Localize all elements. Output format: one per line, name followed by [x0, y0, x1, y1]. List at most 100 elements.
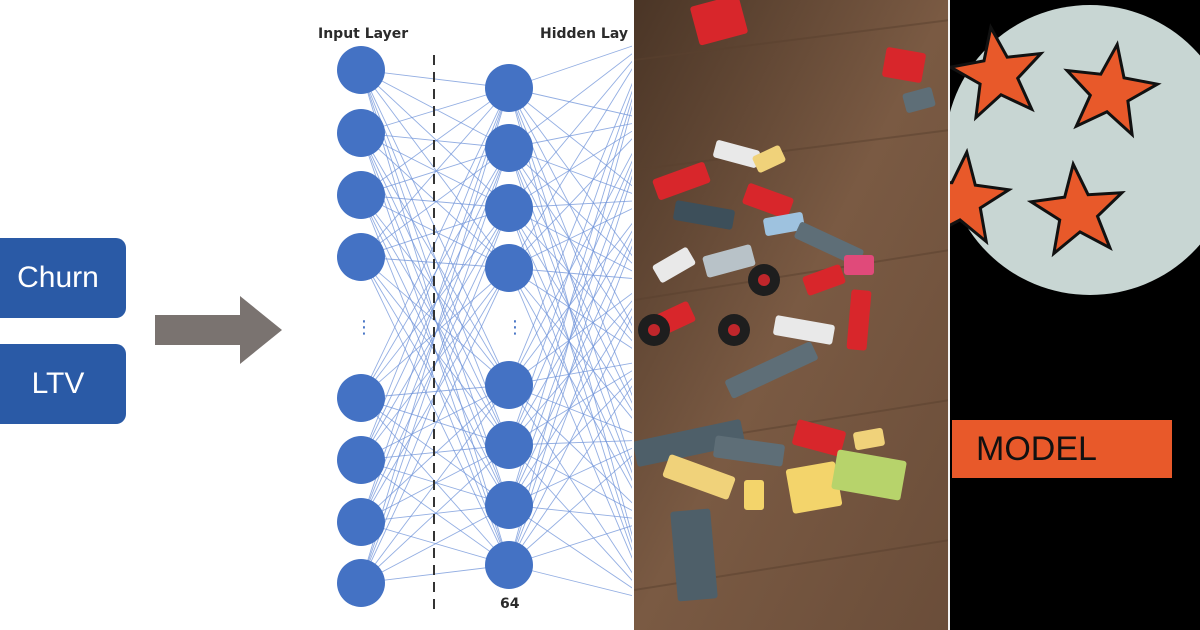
- edge: [508, 207, 634, 273]
- edge: [508, 58, 634, 209]
- edge: [508, 444, 634, 512]
- edge: [508, 87, 634, 259]
- input-node: [337, 498, 385, 546]
- lego-brick: [713, 140, 760, 168]
- edge: [508, 384, 634, 506]
- lego-brick: [725, 341, 818, 399]
- lego-brick: [752, 145, 786, 173]
- edge: [508, 504, 634, 590]
- edge: [508, 91, 634, 506]
- input-node: [337, 109, 385, 157]
- edge: [360, 147, 510, 196]
- lego-brick: [882, 47, 926, 83]
- lego-brick: [634, 419, 745, 467]
- lego-brick: [792, 419, 846, 457]
- edge: [508, 147, 634, 551]
- hidden-node: [485, 421, 533, 469]
- edge: [508, 84, 634, 446]
- edge: [360, 256, 510, 566]
- edge: [508, 267, 634, 564]
- lego-photo-panel: [634, 0, 950, 630]
- edge: [508, 524, 634, 566]
- lego-brick: [713, 435, 785, 467]
- lego-brick: [673, 200, 735, 230]
- neural-network-panel: Churn LTV ⋮ ⋮ Input Layer Hidden Lay 64: [0, 26, 634, 612]
- lego-brick: [670, 508, 718, 602]
- edge: [508, 136, 634, 269]
- edge: [508, 233, 634, 506]
- edge: [508, 291, 634, 386]
- input-node: [337, 46, 385, 94]
- lego-brick: [846, 289, 872, 351]
- edge: [508, 207, 634, 344]
- edge: [508, 149, 634, 386]
- hidden-layer-title: Hidden Lay: [540, 26, 628, 42]
- edge: [508, 169, 634, 566]
- edge: [508, 375, 634, 506]
- input-node: [337, 374, 385, 422]
- edge: [508, 220, 634, 386]
- lego-brick: [831, 449, 907, 501]
- edge: [508, 87, 634, 188]
- star-icon: [950, 23, 1045, 122]
- edge: [508, 384, 634, 435]
- hidden-node: [485, 64, 533, 112]
- lego-hub: [728, 324, 740, 336]
- edge: [360, 132, 510, 446]
- edge: [508, 444, 634, 584]
- input-node: [337, 171, 385, 219]
- edge: [360, 87, 510, 523]
- edge: [360, 256, 510, 386]
- model-panel: [950, 0, 1200, 630]
- hidden-node: [485, 124, 533, 172]
- edge: [508, 267, 634, 422]
- churn-label: Churn: [17, 261, 99, 294]
- ltv-label: LTV: [31, 367, 85, 400]
- lego-brick: [773, 315, 835, 345]
- edge: [360, 384, 510, 461]
- edge: [360, 132, 510, 209]
- edge: [360, 194, 510, 386]
- hidden-node: [485, 481, 533, 529]
- panel-divider: [632, 0, 634, 630]
- lego-brick: [853, 428, 885, 450]
- lego-brick: [690, 0, 748, 46]
- edge: [508, 304, 634, 506]
- lego-brick: [785, 461, 843, 514]
- edge: [508, 147, 634, 408]
- edge: [508, 87, 634, 117]
- hidden-ellipsis: ⋮: [506, 317, 524, 338]
- stars-graphic: [950, 5, 1200, 295]
- lego-brick: [702, 244, 756, 278]
- lego-brick: [844, 255, 874, 275]
- edge: [360, 194, 510, 209]
- edge: [508, 298, 634, 446]
- edge: [508, 77, 634, 386]
- edge: [360, 504, 510, 584]
- star-icon: [950, 147, 1014, 246]
- network-diagram: ⋮ ⋮: [155, 44, 634, 612]
- edge: [508, 87, 634, 544]
- edge: [360, 69, 510, 209]
- ltv-box: LTV: [0, 344, 126, 424]
- model-label-bar: MODEL: [952, 420, 1172, 478]
- lego-hub: [758, 274, 770, 286]
- lego-brick: [794, 222, 864, 266]
- arrow-right-icon: [155, 296, 282, 364]
- edge: [360, 147, 510, 258]
- edge: [508, 207, 634, 415]
- edge: [508, 311, 634, 566]
- edge: [508, 369, 634, 446]
- lego-hub: [648, 324, 660, 336]
- hidden-node: [485, 361, 533, 409]
- edge: [360, 69, 510, 506]
- edge: [508, 382, 634, 566]
- edge: [508, 384, 634, 577]
- model-label: MODEL: [976, 429, 1097, 468]
- edge: [508, 51, 634, 149]
- edge: [360, 87, 510, 461]
- lego-bricks-image: [634, 0, 950, 630]
- input-node: [337, 233, 385, 281]
- lego-brick: [652, 247, 696, 283]
- edge: [508, 155, 634, 446]
